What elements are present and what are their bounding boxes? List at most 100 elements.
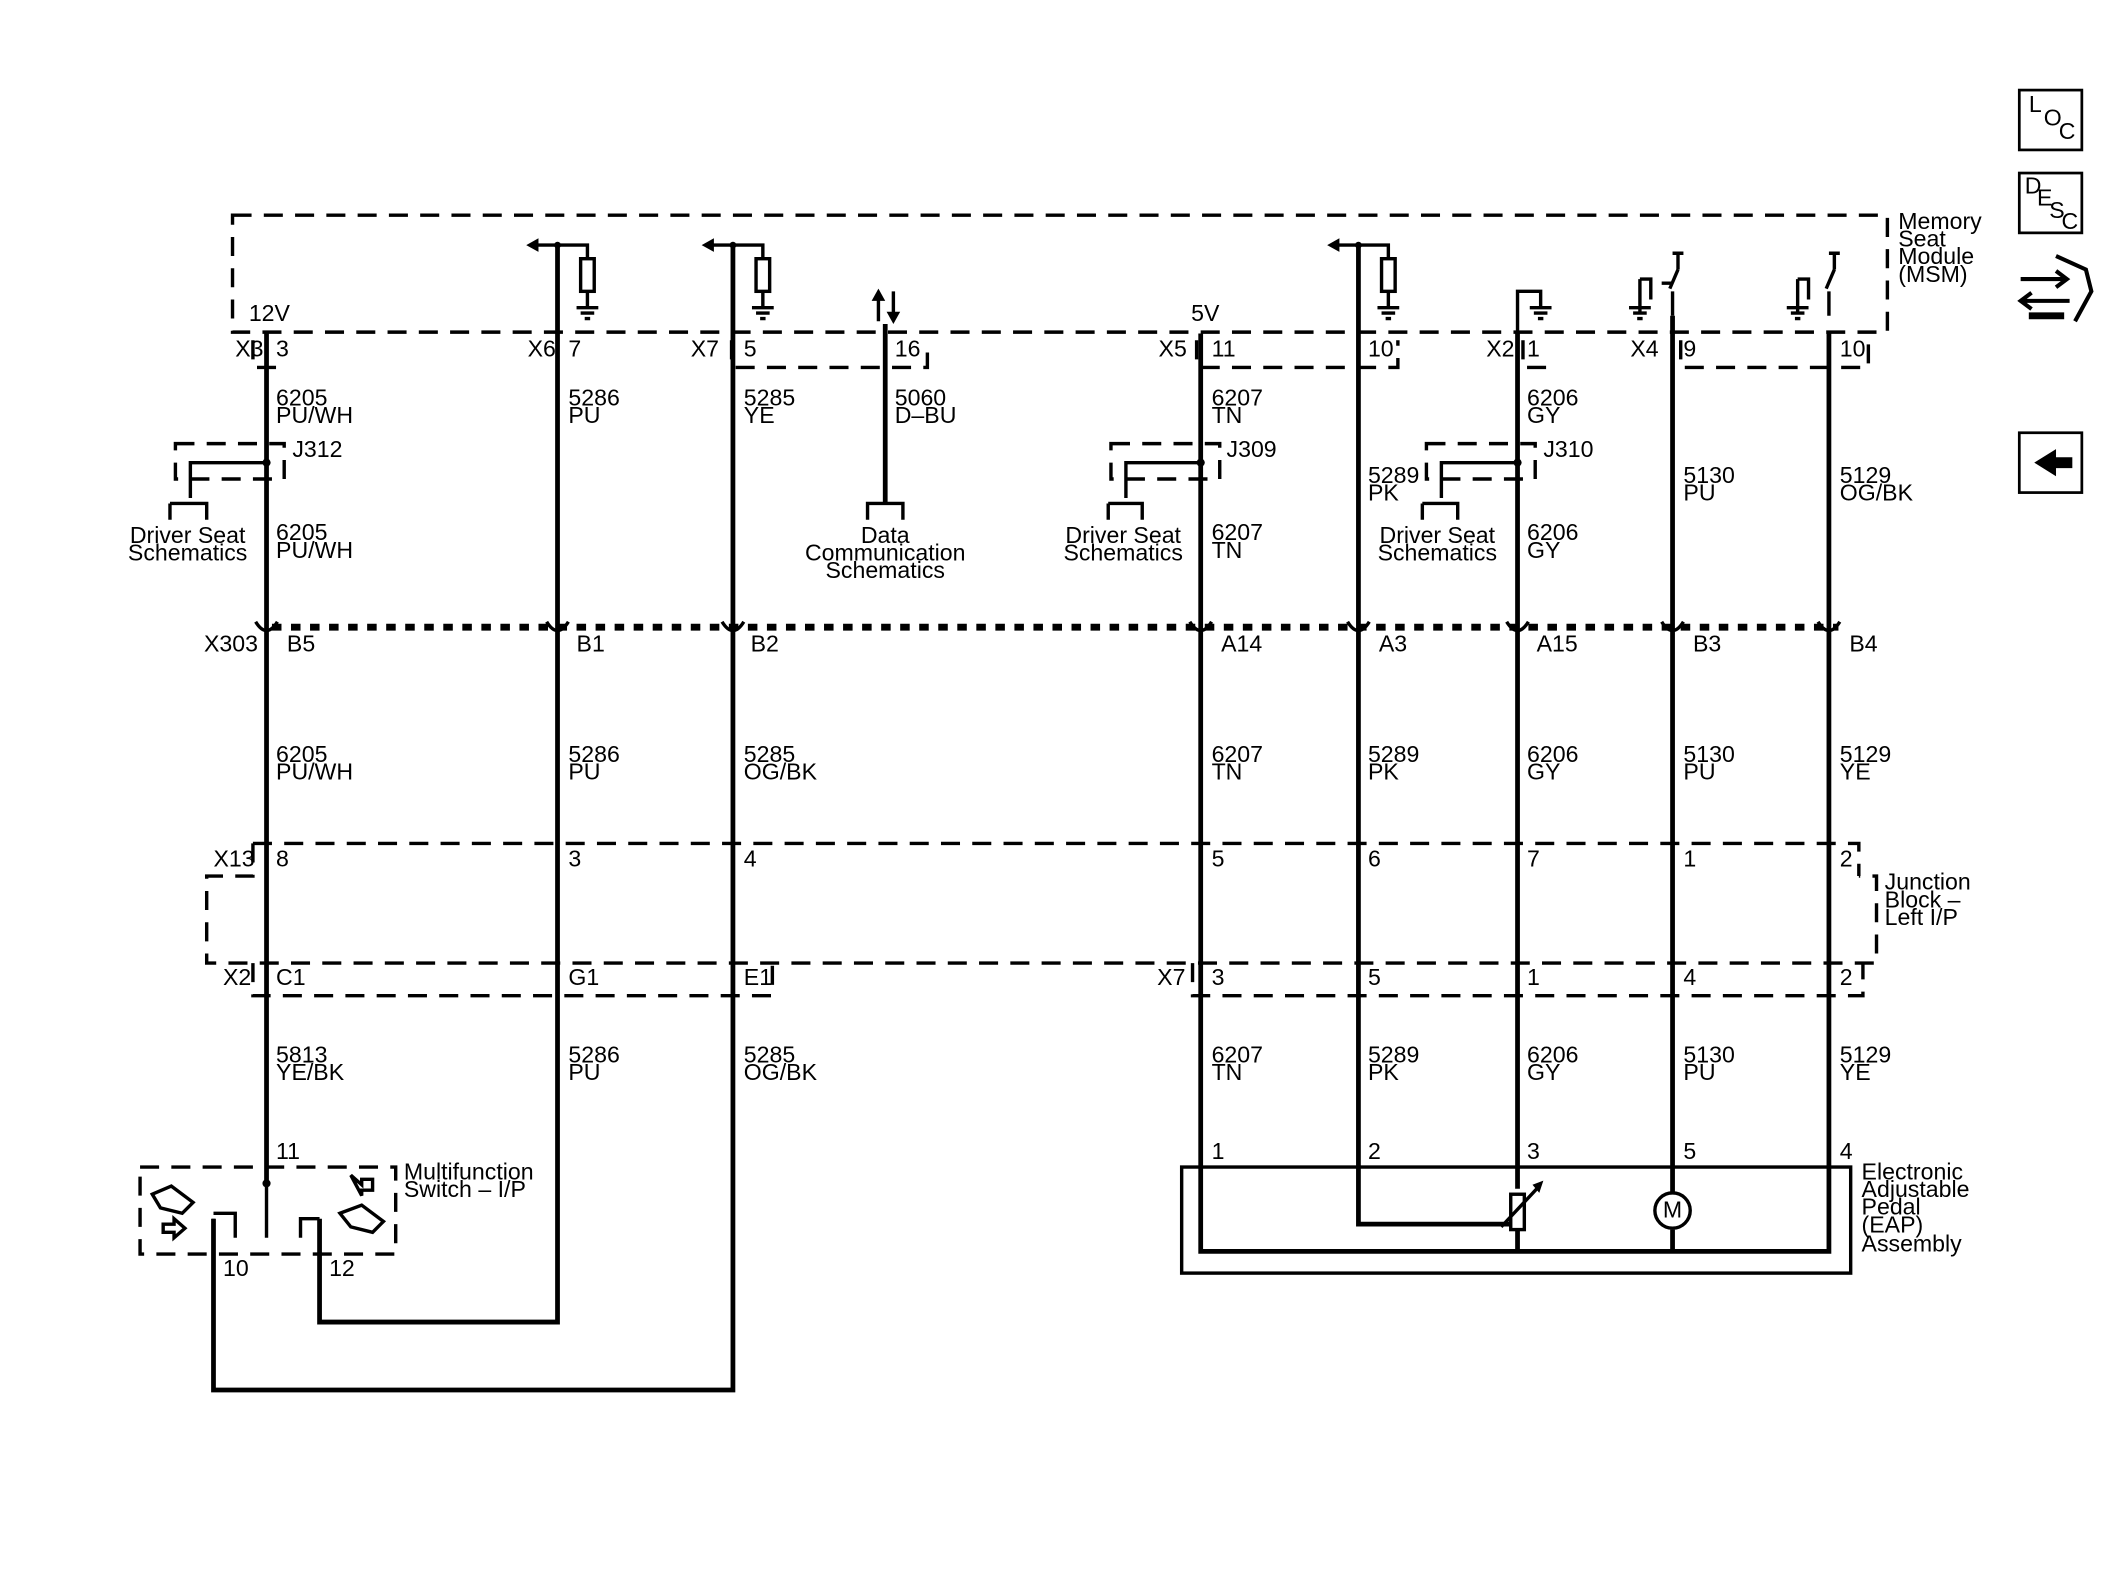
wire-color: TN	[1212, 402, 1243, 428]
wire-color: PU/WH	[276, 759, 353, 785]
lower-wire-labels: 5813 YE/BK 5286 PU 5285 OG/BK 6207 TN 52…	[276, 1041, 1891, 1085]
wire-number: 6207	[1212, 519, 1263, 545]
splice-j312: J312	[292, 436, 342, 462]
jb-x2-label: X2	[223, 964, 251, 990]
wire-number: 5129	[1840, 462, 1891, 488]
reference-labels: Driver Seat Schematics Driver Seat Schem…	[128, 522, 1497, 583]
eap-pin: 5	[1683, 1138, 1696, 1164]
eap-pin: 3	[1527, 1138, 1540, 1164]
splice-j309: J309	[1227, 436, 1277, 462]
x13-pin: 5	[1212, 846, 1225, 872]
x303-pin: B3	[1693, 631, 1721, 657]
msm-pin: 1	[1527, 336, 1540, 362]
wire-color: GY	[1527, 1059, 1560, 1085]
wire-color: PK	[1368, 759, 1399, 785]
ref-driver-seat-2[interactable]: Schematics	[1063, 540, 1182, 566]
wire-number: 6206	[1527, 741, 1578, 767]
eap-label-4: (EAP)	[1862, 1211, 1924, 1237]
wire-color: PU	[1683, 759, 1715, 785]
jb-label-1: Junction	[1885, 869, 1971, 895]
ref-driver-seat-2[interactable]: Schematics	[128, 540, 247, 566]
wire-color: PU/WH	[276, 537, 353, 563]
eap-pin: 1	[1212, 1138, 1225, 1164]
jb-x7-label: X7	[1157, 964, 1185, 990]
ref-driver-seat-1[interactable]: Driver Seat	[130, 522, 246, 548]
msm-pin: 3	[276, 336, 289, 362]
wire-color: OG/BK	[744, 759, 818, 785]
wire-color: GY	[1527, 537, 1560, 563]
desc-letter: D	[2025, 172, 2042, 198]
x303-pin: A14	[1221, 631, 1262, 657]
x303-connector: X303 B5 B1 B2 A14 A3 A15 B3 B4	[204, 620, 1878, 657]
wire-color: TN	[1212, 1059, 1243, 1085]
ref-data-comm-3[interactable]: Schematics	[826, 557, 945, 583]
x303-pin: A15	[1537, 631, 1578, 657]
msm-label-3: Module	[1898, 243, 1974, 269]
wire-number: 5129	[1840, 1041, 1891, 1067]
loc-letter: O	[2044, 104, 2062, 130]
x303-pin: B1	[577, 631, 605, 657]
desc-letter: E	[2037, 185, 2052, 211]
wire-color: TN	[1212, 537, 1243, 563]
x13-pin: 3	[568, 846, 581, 872]
wire-color: PU	[568, 1059, 600, 1085]
eap-label-3: Pedal	[1862, 1194, 1921, 1220]
junction-block: Junction Block – Left I/P X13 8 3 4 5 6 …	[204, 841, 1971, 998]
wire-color: PU	[568, 402, 600, 428]
msm-pin: 10	[1840, 336, 1866, 362]
desc-letter: C	[2061, 208, 2078, 234]
loc-button[interactable]: L O C	[2017, 88, 2084, 152]
msm-connectors: X3 X6 X7 X5 X2 X4 3 7 5 16 11 10 1 9 10	[235, 336, 1871, 370]
wire-color: TN	[1212, 759, 1243, 785]
x303-label: X303	[204, 631, 258, 657]
voltage-5v: 5V	[1191, 300, 1220, 326]
conn-x2: X2	[1486, 336, 1514, 362]
ref-driver-seat-2[interactable]: Schematics	[1378, 540, 1497, 566]
ref-data-comm-2[interactable]: Communication	[805, 540, 966, 566]
x13-pin: 4	[744, 846, 757, 872]
wire-number: 5289	[1368, 462, 1419, 488]
wire-number: 5289	[1368, 1041, 1419, 1067]
wire-number: 6206	[1527, 385, 1578, 411]
x13-pin: 7	[1527, 846, 1540, 872]
eap-pin: 4	[1840, 1138, 1853, 1164]
wire-number: 5060	[895, 385, 946, 411]
wire-number: 5285	[744, 1041, 795, 1067]
loc-letter: C	[2059, 118, 2076, 144]
x303-pin: B5	[287, 631, 315, 657]
msm-pin: 16	[895, 336, 921, 362]
desc-button[interactable]: D E S C	[2017, 171, 2084, 235]
msm-pin: 5	[744, 336, 757, 362]
wire-color: PU/WH	[276, 402, 353, 428]
wire-color: D–BU	[895, 402, 957, 428]
wire-color: PK	[1368, 1059, 1399, 1085]
back-button[interactable]	[2017, 431, 2084, 494]
jb-label-3: Left I/P	[1885, 904, 1958, 930]
wire-number: 6207	[1212, 385, 1263, 411]
wire-number: 5285	[744, 741, 795, 767]
wire-color: OG/BK	[744, 1059, 818, 1085]
x303-pin: B4	[1849, 631, 1877, 657]
msm-pin: 7	[568, 336, 581, 362]
ref-driver-seat-1[interactable]: Driver Seat	[1065, 522, 1181, 548]
x303-pin: B2	[751, 631, 779, 657]
desc-letter: S	[2049, 197, 2064, 223]
connector-wrench-icon[interactable]	[2017, 254, 2094, 323]
msm-internal-symbols	[526, 238, 1840, 331]
jb-label-2: Block –	[1885, 886, 1961, 912]
msm-label-4: (MSM)	[1898, 261, 1967, 287]
mfs-label-2: Switch – I/P	[404, 1176, 526, 1202]
jb-x2-pin: E1	[744, 964, 772, 990]
wire-color: GY	[1527, 402, 1560, 428]
wire-color: YE	[1840, 1059, 1871, 1085]
ref-driver-seat-1[interactable]: Driver Seat	[1380, 522, 1496, 548]
wire-color: PK	[1368, 480, 1399, 506]
eap-outline	[1179, 1165, 1853, 1275]
motor-label: M	[1663, 1196, 1682, 1222]
ref-data-comm-1[interactable]: Data	[861, 522, 910, 548]
mfs-pin: 10	[223, 1255, 249, 1281]
jb-x2-pin: C1	[276, 964, 306, 990]
wire-number: 6205	[276, 519, 327, 545]
x303-pin: A3	[1379, 631, 1407, 657]
